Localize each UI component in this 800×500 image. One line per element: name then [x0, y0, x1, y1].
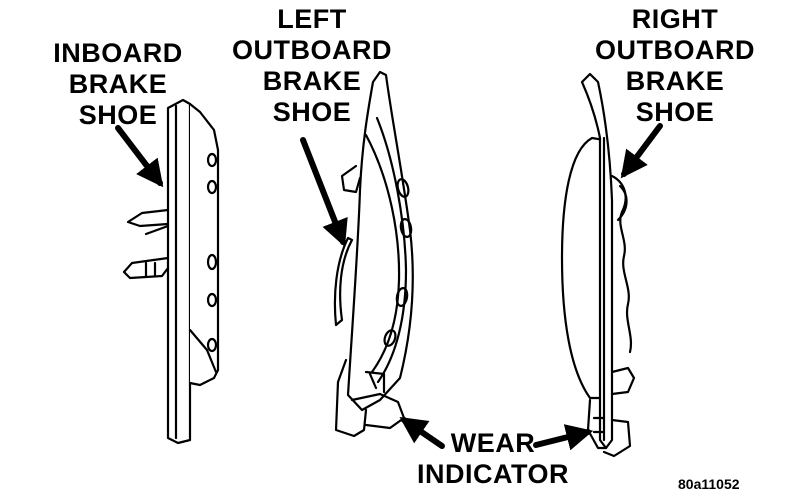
label-line: SHOE [78, 100, 158, 130]
inboard-brake-shoe-label: INBOARD BRAKE SHOE [48, 38, 188, 131]
inboard-brake-shoe [122, 98, 220, 445]
right-outboard-brake-shoe [560, 72, 636, 458]
label-line: INBOARD [53, 38, 183, 68]
label-line: BRAKE [625, 66, 725, 96]
right-outboard-brake-shoe-arrow [620, 123, 663, 179]
left-outboard-brake-shoe [333, 70, 414, 438]
label-line: OUTBOARD [595, 35, 755, 65]
label-line: WEAR [450, 428, 536, 458]
wear-indicator-arrow-left [399, 416, 445, 449]
right-outboard-brake-shoe-label: RIGHT OUTBOARD BRAKE SHOE [590, 4, 760, 128]
figure-code: 80a11052 [678, 476, 740, 492]
left-outboard-brake-shoe-arrow [300, 137, 348, 248]
inboard-brake-shoe-arrow [115, 125, 164, 188]
label-line: LEFT [277, 4, 347, 34]
label-line: BRAKE [68, 69, 168, 99]
wear-indicator-label: WEAR INDICATOR [408, 428, 578, 490]
label-line: RIGHT [631, 4, 719, 34]
label-line: OUTBOARD [232, 35, 392, 65]
label-line: BRAKE [262, 66, 362, 96]
label-line: SHOE [272, 97, 352, 127]
wear-indicator-arrow-right [533, 424, 594, 451]
label-line: INDICATOR [417, 459, 569, 489]
left-outboard-brake-shoe-label: LEFT OUTBOARD BRAKE SHOE [232, 4, 392, 128]
label-line: SHOE [635, 97, 715, 127]
